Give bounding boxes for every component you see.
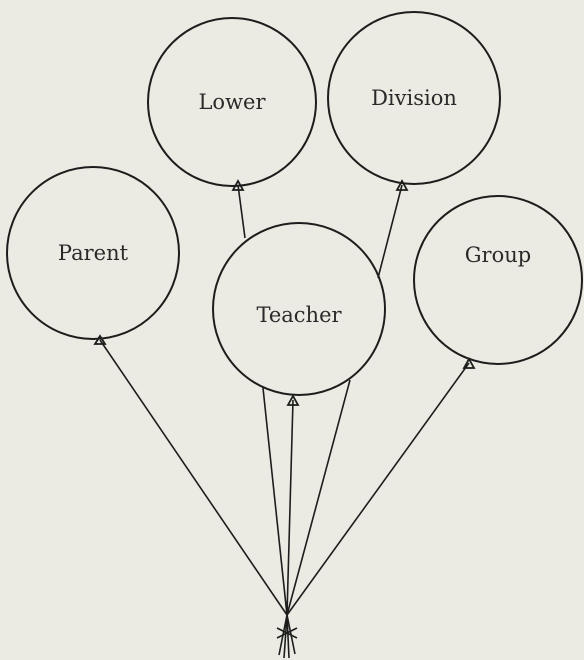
string-to-teacher-center xyxy=(287,400,293,615)
balloon-division: Division xyxy=(328,12,500,184)
string-to-parent xyxy=(100,340,287,615)
label-group: Group xyxy=(465,243,531,267)
balloon-parent: Parent xyxy=(7,167,179,339)
arrow-heads xyxy=(95,181,474,405)
label-division: Division xyxy=(371,86,457,110)
label-parent: Parent xyxy=(58,241,129,265)
string-teacher-to-lower xyxy=(238,185,245,238)
string-to-teacher-left xyxy=(263,388,287,615)
string-knot xyxy=(277,615,297,658)
string-teacher-to-division xyxy=(378,185,402,278)
string-to-group xyxy=(287,363,469,615)
balloon-lower: Lower xyxy=(148,18,316,186)
balloon-group: Group xyxy=(414,196,582,364)
string-to-teacher-right xyxy=(287,380,350,615)
balloon-strings xyxy=(100,185,469,615)
balloon-teacher: Teacher xyxy=(213,223,385,395)
label-teacher: Teacher xyxy=(256,303,342,327)
label-lower: Lower xyxy=(198,90,266,114)
